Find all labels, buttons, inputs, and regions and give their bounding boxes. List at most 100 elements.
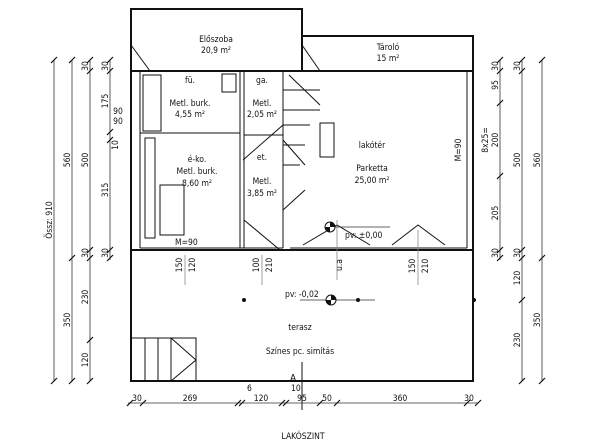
opening-height: 210	[265, 258, 275, 273]
room-eloszoba: Előszoba 20,9 m²	[199, 35, 233, 56]
dimension-tick	[518, 254, 526, 262]
dim-value: 30	[464, 394, 474, 404]
room-area: 8,60 m²	[182, 179, 212, 189]
dimension-tick	[496, 246, 504, 254]
dimension-tick	[518, 246, 526, 254]
dim-value: 560	[533, 153, 543, 168]
terrace-stairs	[130, 337, 197, 382]
room-name: et.	[257, 153, 267, 163]
dim-value: 50	[322, 394, 332, 404]
dimension-tick	[126, 399, 134, 407]
dim-value: 120	[254, 394, 269, 404]
dimension-tick	[518, 377, 526, 385]
room-area: 3,85 m²	[247, 189, 277, 199]
section-label: A	[290, 373, 297, 384]
dim-value: 205	[491, 206, 501, 221]
section-mark: A	[290, 362, 303, 410]
dim-value: 95	[491, 80, 501, 90]
dimension-tick	[496, 254, 504, 262]
level-label: pv: -0,02	[285, 290, 319, 300]
room-floor: Parketta	[356, 164, 388, 174]
dimension-tick	[106, 128, 114, 136]
dimension-tick	[86, 67, 94, 75]
dimension-tick	[518, 296, 526, 304]
room-floor: Metl. burk.	[170, 99, 211, 109]
room-name: ga.	[256, 76, 268, 86]
room-name: Előszoba	[199, 35, 233, 45]
room-area: 25,00 m²	[355, 176, 390, 186]
dimension-tick	[86, 336, 94, 344]
dimension-tick	[496, 67, 504, 75]
room-ga: ga. Metl. 2,05 m²	[247, 76, 277, 120]
room-note: M=90	[454, 139, 464, 162]
dimension-tick	[106, 67, 114, 75]
opening-width: 150	[408, 259, 418, 274]
dimension-tick	[86, 254, 94, 262]
dimension-tick	[278, 399, 286, 407]
dim-value: 500	[513, 153, 523, 168]
dim-value: 500	[81, 153, 91, 168]
opening-labels: 150 120 100 210 u.a 150 210	[175, 258, 431, 274]
room-name: terasz	[288, 323, 312, 333]
dim-value: 30	[491, 61, 501, 71]
dimension-tick	[106, 246, 114, 254]
dimension-tick	[68, 254, 76, 262]
dim-value: 560	[63, 153, 73, 168]
drawing-title: LAKÓSZINT	[282, 430, 325, 442]
opening-note: u.a	[335, 259, 345, 271]
dimension-tick	[518, 56, 526, 64]
dimension-tick	[538, 377, 546, 385]
dimension-tick	[518, 67, 526, 75]
dimension-tick	[86, 377, 94, 385]
room-area: 2,05 m²	[247, 110, 277, 120]
opening-height: 210	[421, 259, 431, 274]
room-tarolo: Tároló 15 m²	[376, 42, 400, 64]
dimension-tick	[538, 56, 546, 64]
dimension-tick	[496, 56, 504, 64]
dim-value: 350	[63, 313, 73, 328]
dim-value: 120	[81, 353, 91, 368]
interior-stairs	[282, 74, 321, 211]
dim-value: 175	[101, 94, 111, 109]
room-et: et. Metl. 3,85 m²	[247, 153, 277, 199]
dimension-tick	[68, 377, 76, 385]
dimension-tick	[316, 399, 324, 407]
dimension-tick	[106, 56, 114, 64]
dimension-tick	[474, 399, 482, 407]
room-area: 4,55 m²	[175, 110, 205, 120]
dim-value: 30	[101, 248, 111, 258]
dim-value: 6	[247, 384, 252, 394]
room-terasz: terasz Színes pc. simítás	[266, 323, 334, 357]
room-floor: Metl.	[253, 177, 272, 187]
dim-value: 120	[513, 271, 523, 286]
dim-value: 360	[393, 394, 408, 404]
dimensions-left: Össz: 910 560 350 30 500 30 230 120 30 1…	[44, 60, 123, 381]
dimension-tick	[538, 254, 546, 262]
dim-value: 30	[132, 394, 142, 404]
room-name: é-ko.	[188, 154, 207, 165]
room-name: fü.	[185, 76, 195, 86]
dim-value: 269	[183, 394, 198, 404]
dim-total: Össz: 910	[44, 201, 55, 239]
dimension-tick	[86, 246, 94, 254]
dimension-tick	[86, 56, 94, 64]
dim-value: 30	[513, 248, 523, 258]
dim-value: 30	[81, 248, 91, 258]
level-label: pv: ±0,00	[345, 231, 382, 241]
dim-value: 8x25=	[481, 127, 491, 153]
dim-value: 200	[491, 133, 501, 148]
dim-value: 90	[113, 107, 123, 117]
dim-value: 30	[81, 61, 91, 71]
room-eko: é-ko. Metl. burk. 8,60 m² M=90	[175, 154, 218, 248]
dimension-tick	[238, 399, 246, 407]
dim-value: 30	[513, 61, 523, 71]
dimension-tick	[68, 56, 76, 64]
dimension-tick	[50, 56, 58, 64]
dimensions-bottom: 30 269 120 95 50 360 30 6 10	[128, 384, 478, 404]
room-name: lakótér	[359, 140, 386, 151]
room-note: M=90	[175, 238, 198, 248]
dimensions-right: 30 95 8x25= 200 205 30 30 500 30 120 230…	[481, 60, 543, 381]
dim-value: 230	[81, 290, 91, 305]
room-floor: Színes pc. simítás	[266, 347, 334, 357]
